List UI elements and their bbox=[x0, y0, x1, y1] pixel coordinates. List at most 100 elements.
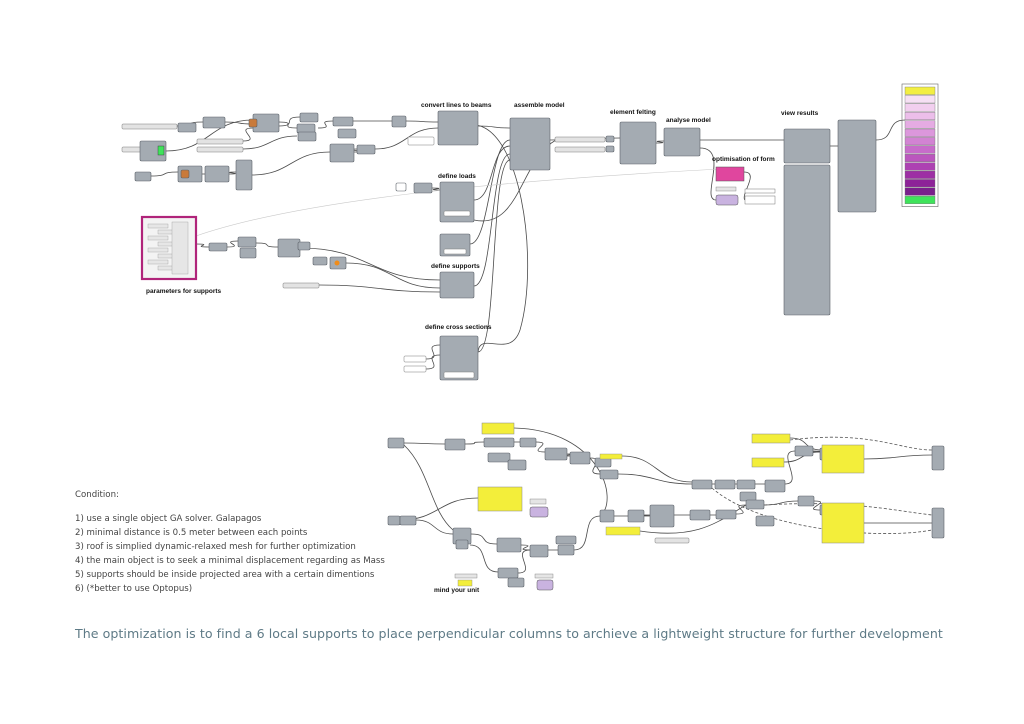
wire bbox=[226, 240, 239, 248]
wire bbox=[743, 171, 751, 201]
number-component bbox=[715, 194, 739, 206]
wire bbox=[639, 504, 747, 534]
wire bbox=[863, 454, 933, 460]
gene-panel bbox=[715, 186, 737, 192]
wire bbox=[255, 242, 279, 248]
special-panels bbox=[140, 83, 939, 591]
text-panel bbox=[443, 371, 475, 379]
text-panel bbox=[196, 146, 244, 153]
wire bbox=[431, 187, 441, 191]
status-dot bbox=[334, 260, 340, 266]
wire bbox=[403, 444, 454, 531]
wire bbox=[573, 515, 601, 551]
wire bbox=[415, 519, 454, 535]
wire bbox=[535, 441, 546, 453]
loads-label: define loads bbox=[438, 173, 476, 180]
wire bbox=[150, 171, 179, 177]
component-node bbox=[444, 438, 466, 451]
component-node bbox=[649, 504, 675, 528]
component-node bbox=[931, 507, 945, 539]
condition-item-6: 6) (*better to use Optopus) bbox=[75, 584, 193, 594]
component-node bbox=[277, 238, 301, 258]
component-node bbox=[714, 479, 736, 490]
component-node bbox=[239, 247, 257, 259]
component-node bbox=[391, 115, 407, 128]
slider-panel bbox=[121, 123, 178, 130]
gene-panel bbox=[529, 498, 547, 505]
param-slider bbox=[147, 235, 169, 241]
component-node bbox=[237, 236, 257, 248]
yellow-panel bbox=[599, 453, 623, 460]
component-node bbox=[557, 544, 575, 556]
component-node bbox=[797, 495, 815, 507]
wire bbox=[783, 451, 821, 463]
text-panel bbox=[403, 355, 427, 363]
legend-swatch bbox=[904, 179, 936, 188]
wire bbox=[425, 354, 441, 370]
component-node bbox=[387, 515, 401, 526]
optimisation-label: optimisation of form bbox=[712, 156, 775, 163]
unit-label: mind your unit bbox=[434, 587, 480, 594]
component-node bbox=[297, 241, 311, 251]
text-panel bbox=[554, 146, 606, 153]
cross-label: define cross sections bbox=[425, 324, 492, 331]
wire bbox=[195, 243, 210, 248]
component-node bbox=[605, 145, 615, 153]
component-node bbox=[487, 452, 511, 463]
text-panel bbox=[403, 365, 427, 373]
wire bbox=[317, 120, 334, 129]
yellow-panel bbox=[751, 457, 785, 468]
condition-title: Condition: bbox=[75, 490, 119, 500]
supports-label: define supports bbox=[431, 263, 480, 270]
component-node bbox=[312, 256, 328, 266]
component-node bbox=[337, 128, 357, 139]
wire bbox=[875, 119, 906, 141]
text-panel bbox=[196, 138, 244, 145]
panel bbox=[395, 182, 407, 192]
optimization-statement: The optimization is to find a 6 local su… bbox=[75, 626, 943, 641]
wire bbox=[470, 533, 498, 545]
text-panel bbox=[554, 136, 606, 143]
component-node bbox=[208, 242, 228, 252]
component-node bbox=[507, 459, 527, 471]
wire bbox=[425, 344, 441, 360]
yellow-panel bbox=[821, 444, 865, 474]
component-node bbox=[507, 577, 525, 588]
component-node bbox=[739, 491, 757, 502]
convert-label: convert lines to beams bbox=[421, 102, 492, 109]
view-results-component bbox=[783, 128, 831, 164]
wire bbox=[473, 153, 511, 287]
wire bbox=[469, 124, 529, 353]
legend-swatch bbox=[904, 145, 936, 154]
toggle-indicator bbox=[157, 145, 165, 156]
component-node bbox=[356, 144, 376, 155]
component-node bbox=[496, 537, 522, 553]
legend-swatch bbox=[904, 95, 936, 104]
dashed-wire bbox=[711, 487, 933, 534]
wire bbox=[643, 514, 651, 517]
felting-component bbox=[619, 121, 657, 165]
number-component bbox=[536, 579, 554, 591]
wire bbox=[517, 549, 531, 574]
param-node bbox=[134, 171, 152, 182]
text-panel bbox=[282, 282, 320, 289]
component-node bbox=[745, 499, 765, 510]
wire bbox=[655, 140, 665, 144]
unit-yellow bbox=[457, 579, 473, 587]
component-node bbox=[296, 123, 316, 134]
wire bbox=[813, 500, 821, 511]
legend-swatch bbox=[904, 111, 936, 120]
wire bbox=[699, 147, 717, 201]
condition-item-3: 3) roof is simplied dynamic-relaxed mesh… bbox=[75, 542, 356, 552]
legend-swatch bbox=[904, 128, 936, 137]
component-node bbox=[413, 182, 433, 194]
wire bbox=[735, 504, 747, 515]
text-panel bbox=[654, 537, 690, 544]
condition-item-4: 4) the main object is to seek a minimal … bbox=[75, 556, 385, 566]
legend-swatch bbox=[904, 195, 936, 204]
wire bbox=[520, 544, 531, 551]
orange-icon bbox=[248, 118, 258, 128]
wire bbox=[469, 544, 499, 573]
displacement-panel bbox=[744, 188, 776, 194]
